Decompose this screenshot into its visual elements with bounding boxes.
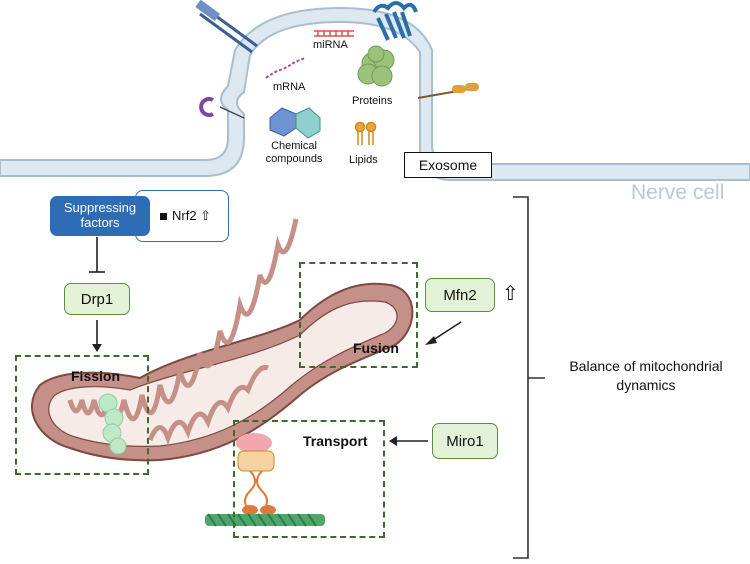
- mitochondrion: [30, 218, 414, 462]
- mirna-icon: [314, 30, 354, 37]
- lipid-icon: [354, 121, 377, 145]
- exosome-label: Exosome: [404, 152, 492, 178]
- transport-region: [233, 420, 385, 538]
- mfn2-box: Mfn2: [425, 278, 495, 312]
- mfn2-up-arrow-icon: ⇧: [502, 283, 519, 305]
- fission-label: Fission: [71, 368, 121, 384]
- balance-label: Balance of mitochondrial dynamics: [569, 358, 723, 393]
- nrf2-label: Nrf2 ⇧: [172, 207, 212, 223]
- fission-region: [15, 355, 149, 475]
- channel-protein-icon: [417, 83, 479, 99]
- chemical-compounds-label: Chemical compounds: [265, 140, 323, 165]
- miro1-box: Miro1: [432, 423, 498, 459]
- lipids-label: Lipids: [349, 154, 378, 166]
- nerve-cell-label: Nerve cell: [631, 181, 725, 204]
- connectors: [89, 237, 462, 446]
- protein-cluster-icon: [357, 45, 395, 87]
- microtubule-icon: [205, 513, 325, 527]
- drp1-box: Drp1: [64, 283, 130, 315]
- transmembrane-protein-icon: [372, 1, 418, 41]
- membrane-receptor-icon: [195, 0, 258, 54]
- mirna-label: miRNA: [313, 39, 348, 51]
- mrna-label: mRNA: [273, 81, 306, 93]
- summary-bracket: [513, 196, 545, 559]
- fission-ring: [98, 393, 127, 455]
- transport-label: Transport: [303, 433, 368, 449]
- fusion-region: [299, 262, 418, 368]
- cell-membrane: [0, 6, 750, 181]
- anchor-protein-icon: [199, 97, 245, 119]
- chemical-compound-icon: [269, 107, 321, 139]
- proteins-label: Proteins: [352, 95, 393, 107]
- suppressing-factors-box: Suppressing factors: [50, 196, 150, 236]
- fusion-label: Fusion: [353, 340, 399, 356]
- nrf2-bullet-icon: [160, 212, 167, 220]
- motor-protein-icon: [236, 433, 276, 515]
- mrna-icon: [265, 57, 307, 79]
